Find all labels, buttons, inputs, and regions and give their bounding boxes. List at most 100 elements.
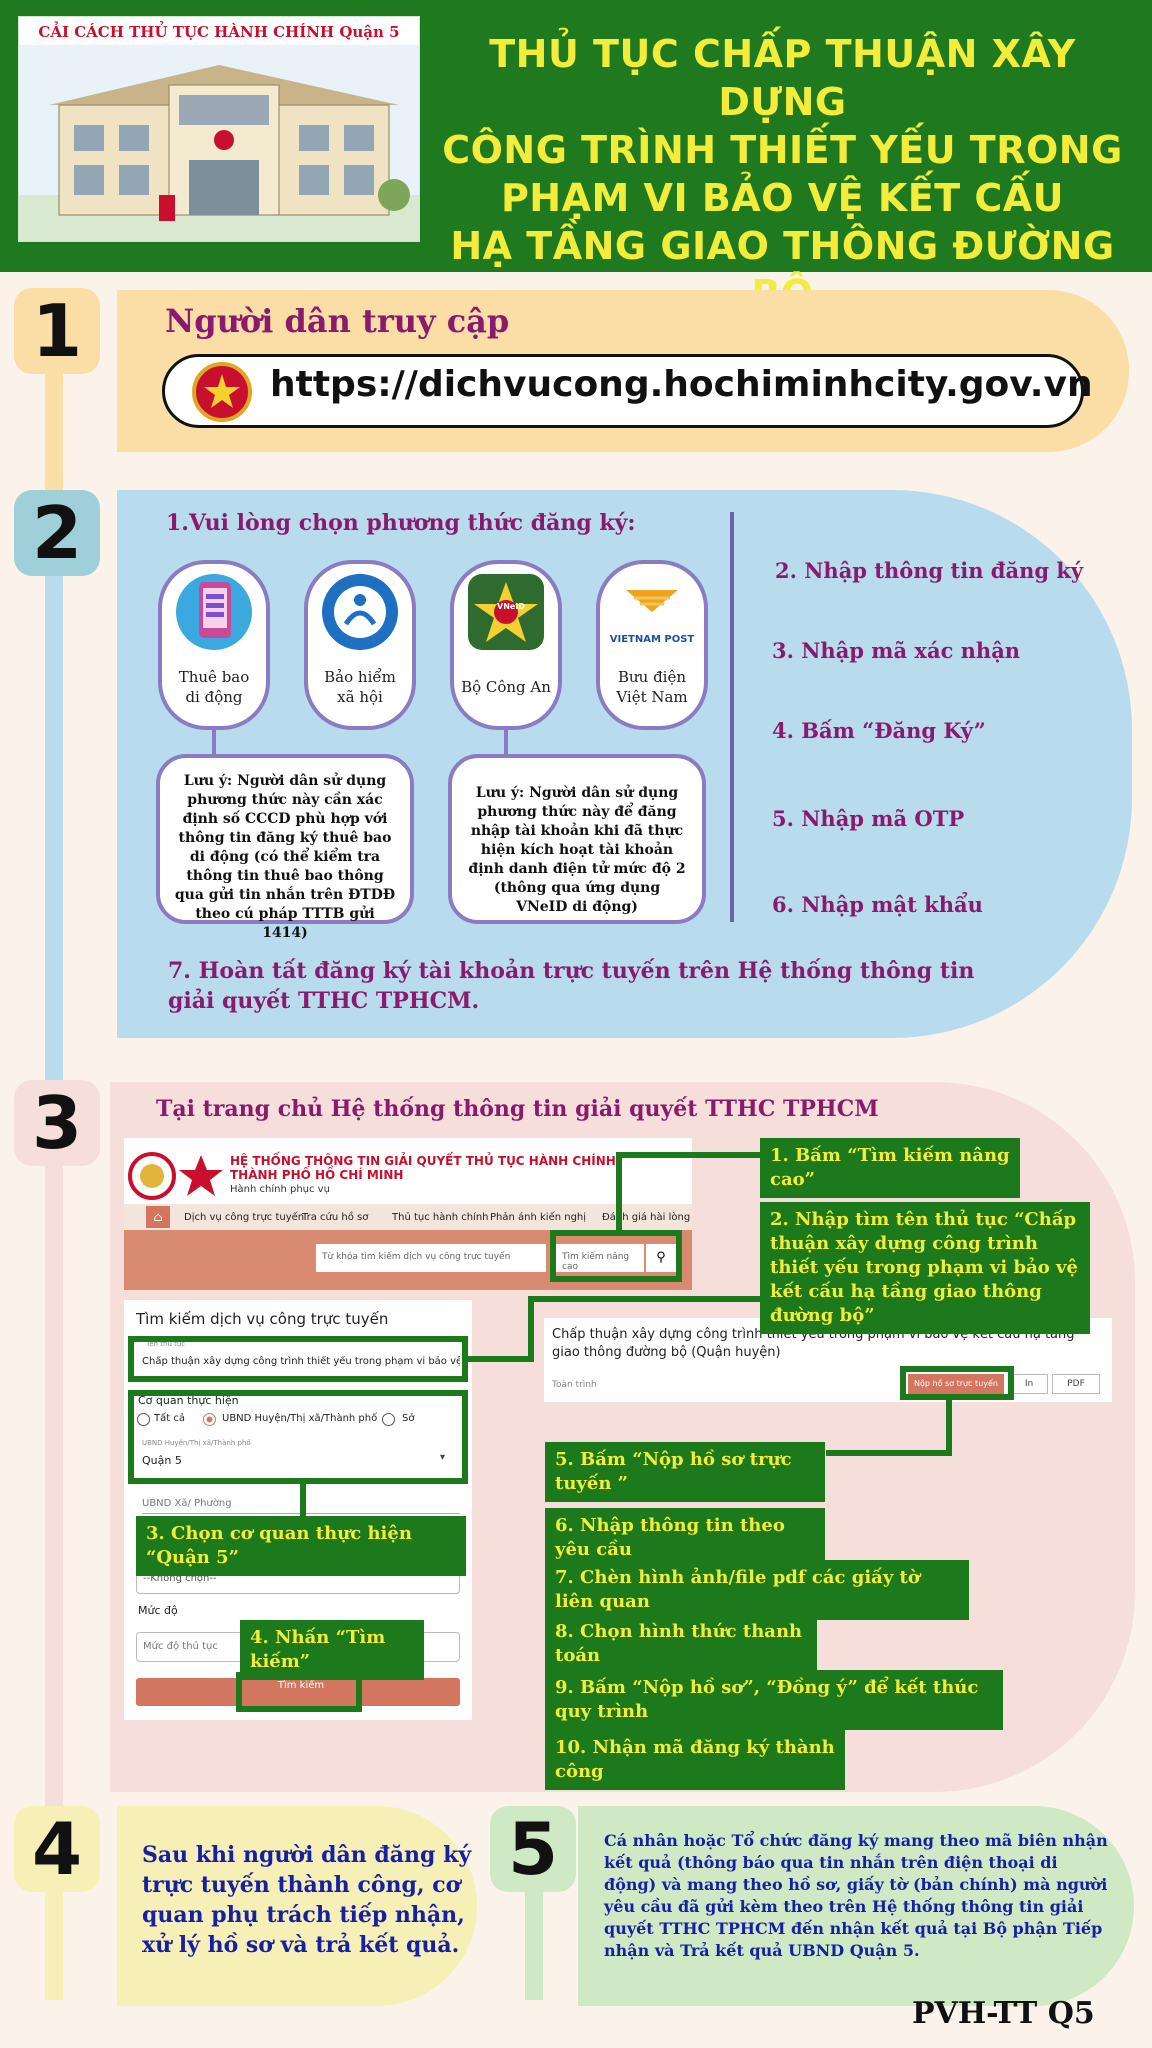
home-icon[interactable]: ⌂ <box>146 1206 170 1228</box>
radio-all-label: Tất cả <box>154 1413 185 1424</box>
level-label: Mức độ <box>138 1604 178 1617</box>
callout-line <box>616 1156 622 1234</box>
step-number-5: 5 <box>490 1806 576 1892</box>
office-building-illustration: CẢI CÁCH THỦ TỤC HÀNH CHÍNH Quận 5 <box>18 16 420 242</box>
method-social-insurance[interactable]: Bảo hiểm xã hội <box>304 560 416 730</box>
nav-item[interactable]: Thủ tục hành chính <box>392 1212 489 1223</box>
section-5-card <box>578 1806 1134 2006</box>
district-select-label: UBND Huyện/Thị xã/Thành phố <box>142 1439 251 1447</box>
callout-10: 10. Nhận mã đăng ký thành công <box>545 1730 845 1790</box>
search-panel-title: Tìm kiếm dịch vụ công trực tuyến <box>136 1310 389 1328</box>
step-number-3: 3 <box>14 1080 100 1166</box>
portal-subtitle: Hành chính phục vụ <box>230 1184 330 1195</box>
search-submit-bar <box>136 1678 460 1706</box>
connector-line <box>212 730 216 758</box>
section-1-heading: Người dân truy cập <box>165 302 510 340</box>
section-4-card <box>117 1806 477 2006</box>
method-label: Bảo hiểm <box>324 668 396 686</box>
author-signature: PVH-TT Q5 <box>912 1996 1095 2031</box>
note-mobile-subscriber: Lưu ý: Người dân sử dụng phương thức này… <box>156 754 414 941</box>
method-vietnam-post[interactable]: VIETNAM POST Bưu điện Việt Nam <box>596 560 708 730</box>
method-label: Thuê bao <box>178 668 250 686</box>
callout-8: 8. Chọn hình thức thanh toán <box>545 1614 817 1674</box>
method-label: Bộ Công An <box>461 678 551 696</box>
registration-step: 6. Nhập mật khẩu <box>772 892 983 917</box>
portal-title: THÀNH PHỐ HỒ CHÍ MINH <box>230 1168 404 1182</box>
section-5-text: Cá nhân hoặc Tổ chức đăng ký mang theo m… <box>604 1831 1108 1960</box>
step-number-1: 1 <box>14 288 100 374</box>
procedure-input[interactable]: Chấp thuận xây dựng công trình thiết yếu… <box>142 1356 460 1367</box>
connector-line <box>504 730 508 758</box>
print-button[interactable]: In <box>1010 1374 1048 1394</box>
nav-item[interactable]: Tra cứu hồ sơ <box>302 1212 369 1223</box>
search-icon[interactable]: ⚲ <box>646 1244 676 1272</box>
registration-step-7: 7. Hoàn tất đăng ký tài khoản trực tuyến… <box>168 958 975 1014</box>
method-ministry-public-security[interactable]: VNeID Bộ Công An <box>450 560 562 730</box>
title-line: THỦ TỤC CHẤP THUẬN XÂY DỰNG <box>489 32 1076 124</box>
note-vneid: Lưu ý: Người dân sử dụng phương thức này… <box>448 754 706 924</box>
method-label: xã hội <box>337 688 383 706</box>
registration-step: 3. Nhập mã xác nhận <box>772 638 1021 663</box>
callout-6: 6. Nhập thông tin theo yêu cầu <box>545 1508 825 1568</box>
registration-step: 5. Nhập mã OTP <box>772 806 965 831</box>
timeline-segment <box>45 1880 63 2000</box>
callout-4: 4. Nhấn “Tìm kiếm” <box>240 1620 424 1680</box>
portal-nav <box>124 1204 692 1230</box>
highlight-agency <box>128 1390 468 1484</box>
callout-line <box>300 1484 306 1516</box>
registration-step: 2. Nhập thông tin đăng ký <box>775 558 1084 583</box>
building-illustration-icon <box>19 45 419 241</box>
section-2-divider <box>730 512 734 922</box>
method-mobile-subscriber[interactable]: Thuê bao di động <box>158 560 270 730</box>
social-insurance-logo-icon <box>322 574 398 650</box>
submit-online-button[interactable]: Nộp hồ sơ trực tuyến <box>908 1374 1004 1394</box>
highlight-submit-online <box>900 1366 1014 1400</box>
vneid-logo-text: VNeID <box>497 602 525 611</box>
callout-line <box>826 1450 952 1456</box>
advanced-search-label[interactable]: Tìm kiếm nâng cao <box>556 1244 644 1272</box>
nav-item[interactable]: Dịch vụ công trực tuyến <box>184 1212 305 1223</box>
radio-dept-label: Sở <box>402 1413 415 1424</box>
title-line: PHẠM VI BẢO VỆ KẾT CẤU <box>500 176 1065 220</box>
section-2-heading: 1.Vui lòng chọn phương thức đăng ký: <box>166 510 636 536</box>
callout-5: 5. Bấm “Nộp hồ sơ trực tuyến ” <box>545 1442 825 1502</box>
callout-9: 9. Bấm “Nộp hồ sơ”, “Đồng ý” để kết thúc… <box>545 1670 1003 1730</box>
agency-label: Cơ quan thực hiện <box>138 1394 239 1407</box>
result-title[interactable]: Chấp thuận xây dựng công trình thiết yếu… <box>552 1327 1075 1360</box>
pdf-button[interactable]: PDF <box>1052 1374 1100 1394</box>
nav-item[interactable]: Phản ánh kiến nghị <box>490 1212 587 1223</box>
callout-2: 2. Nhập tìm tên thủ tục “Chấp thuận xây … <box>760 1202 1090 1334</box>
highlight-procedure-input <box>128 1336 468 1382</box>
portal-search-input[interactable]: Từ khóa tìm kiếm dịch vụ công trực tuyến <box>316 1244 546 1272</box>
national-emblem-icon <box>192 362 252 422</box>
step-number-4: 4 <box>14 1806 100 1892</box>
district-select[interactable]: Quận 5 <box>142 1454 182 1467</box>
callout-3: 3. Chọn cơ quan thực hiện “Quận 5” <box>136 1516 466 1576</box>
method-label: di động <box>185 688 243 706</box>
vneid-logo-icon <box>468 574 544 650</box>
callout-line <box>616 1152 762 1158</box>
url-box[interactable] <box>162 354 1084 428</box>
step-number-2: 2 <box>14 490 100 576</box>
section-4-text: Sau khi người dân đăng ký trực tuyến thà… <box>142 1842 472 1958</box>
star-logo-icon <box>179 1155 223 1196</box>
nav-item[interactable]: Đánh giá hài lòng <box>602 1212 691 1223</box>
portal-title: HỆ THỐNG THÔNG TIN GIẢI QUYẾT THỦ TỤC HÀ… <box>230 1154 616 1168</box>
callout-line <box>528 1296 534 1358</box>
result-scope: Toàn trình <box>552 1380 597 1390</box>
title-line: CÔNG TRÌNH THIẾT YẾU TRONG <box>442 128 1123 172</box>
portal-url-link[interactable]: https://dichvucong.hochiminhcity.gov.vn <box>270 364 1093 405</box>
method-label: Việt Nam <box>616 688 688 706</box>
section-3-heading: Tại trang chủ Hệ thống thông tin giải qu… <box>156 1096 879 1122</box>
callout-7: 7. Chèn hình ảnh/file pdf các giấy tờ li… <box>545 1560 969 1620</box>
radio-district-label: UBND Huyện/Thị xã/Thành phố <box>222 1413 378 1424</box>
chevron-down-icon: ▾ <box>440 1452 446 1463</box>
vietnam-post-logo-icon <box>626 590 678 612</box>
radio-all[interactable] <box>137 1413 150 1426</box>
timeline-segment <box>45 570 63 1090</box>
search-button[interactable]: Tìm kiếm <box>277 1680 325 1691</box>
timeline-segment <box>45 1160 63 1810</box>
radio-district[interactable] <box>203 1413 216 1426</box>
radio-dept[interactable] <box>382 1413 395 1426</box>
page-title: THỦ TỤC CHẤP THUẬN XÂY DỰNG CÔNG TRÌNH T… <box>420 30 1145 318</box>
